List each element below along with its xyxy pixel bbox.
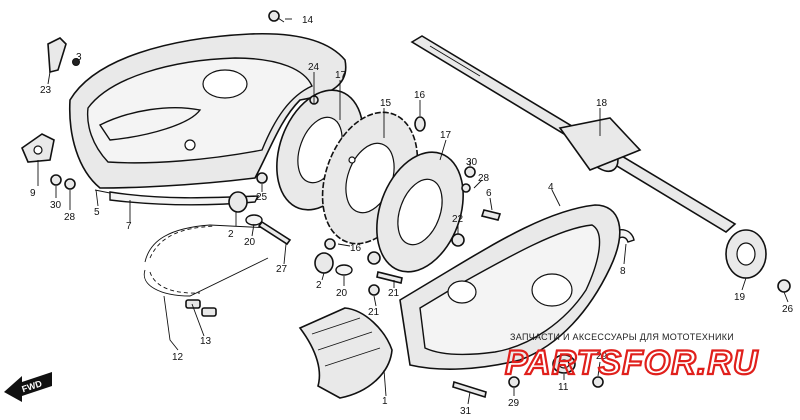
clip-6 [480, 209, 502, 221]
nut-16-upper [414, 116, 426, 132]
callout-7: 7 [126, 221, 132, 232]
callout-29-left: 29 [508, 398, 520, 409]
bolt-31 [452, 380, 487, 399]
callout-5: 5 [94, 207, 100, 218]
washer-left [50, 174, 76, 190]
callout-30-right: 30 [466, 157, 478, 168]
bolt-26 [777, 279, 791, 293]
chain-master-link [185, 299, 217, 317]
callout-9: 9 [30, 188, 36, 199]
watermark: ЗАПЧАСТИ И АКСЕССУАРЫ ДЛЯ МОТОТЕХНИКИ PA… [504, 332, 759, 383]
callout-28-right: 28 [478, 173, 490, 184]
callout-3: 3 [76, 52, 82, 63]
bolt-29-left [508, 376, 520, 388]
rear-chain-case [399, 204, 621, 370]
watermark-tagline: ЗАПЧАСТИ И АКСЕССУАРЫ ДЛЯ МОТОТЕХНИКИ [510, 332, 734, 342]
bolt-25 [256, 172, 268, 184]
callout-15: 15 [380, 98, 392, 109]
callout-21-lower: 21 [368, 307, 380, 318]
washer-30-right [464, 166, 476, 178]
axle-hub [725, 229, 767, 279]
callout-28-left: 28 [64, 212, 76, 223]
drive-chain [143, 224, 271, 297]
callout-2-upper: 2 [228, 229, 234, 240]
watermark-logo: PARTSFOR.RU [505, 344, 759, 382]
callout-16-upper: 16 [414, 90, 426, 101]
sprocket-spacer-upper [228, 191, 292, 246]
callout-19: 19 [734, 292, 746, 303]
sprocket-spacer-lower [314, 238, 353, 276]
chain-guide [298, 307, 393, 399]
callout-29-right: 29 [596, 351, 608, 362]
callout-13: 13 [200, 336, 212, 347]
callout-21-upper: 21 [388, 288, 400, 299]
callout-labels: 14 3 23 24 17 15 16 18 17 9 25 30 28 4 6… [30, 15, 794, 417]
axle-nut-11 [552, 354, 576, 374]
callout-24: 24 [308, 62, 320, 73]
callout-6: 6 [486, 188, 492, 199]
guard-bracket [21, 133, 55, 163]
callout-31: 31 [460, 406, 472, 417]
nut-22 [451, 233, 465, 247]
callout-25: 25 [256, 192, 268, 203]
callout-4: 4 [548, 182, 554, 193]
callout-23: 23 [40, 85, 52, 96]
cover-clip [47, 37, 80, 74]
leader-lines [37, 18, 789, 405]
chain-case-cover [68, 32, 347, 206]
callout-20-lower: 20 [336, 288, 348, 299]
callout-16-lower: 16 [350, 243, 362, 254]
callout-11: 11 [558, 382, 569, 393]
bolt-29-right [592, 376, 604, 388]
nut-16-lower [367, 251, 381, 265]
callout-18: 18 [596, 98, 608, 109]
callout-2-lower: 2 [316, 280, 322, 291]
callout-1: 1 [382, 396, 388, 407]
callout-30-left: 30 [50, 200, 62, 211]
callout-12: 12 [172, 352, 184, 363]
callout-27: 27 [276, 264, 288, 275]
bolt-14 [268, 10, 285, 23]
bolt-21 [368, 271, 403, 296]
fwd-arrow: FWD [4, 372, 52, 402]
callout-14: 14 [302, 15, 314, 26]
callout-8: 8 [620, 266, 626, 277]
callout-20-upper: 20 [244, 237, 256, 248]
callout-17-left: 17 [335, 70, 347, 81]
rear-axle [410, 35, 737, 233]
bolt-28-right [461, 183, 471, 193]
callout-26: 26 [782, 304, 794, 315]
callout-22: 22 [452, 214, 464, 225]
callout-17-right: 17 [440, 130, 452, 141]
